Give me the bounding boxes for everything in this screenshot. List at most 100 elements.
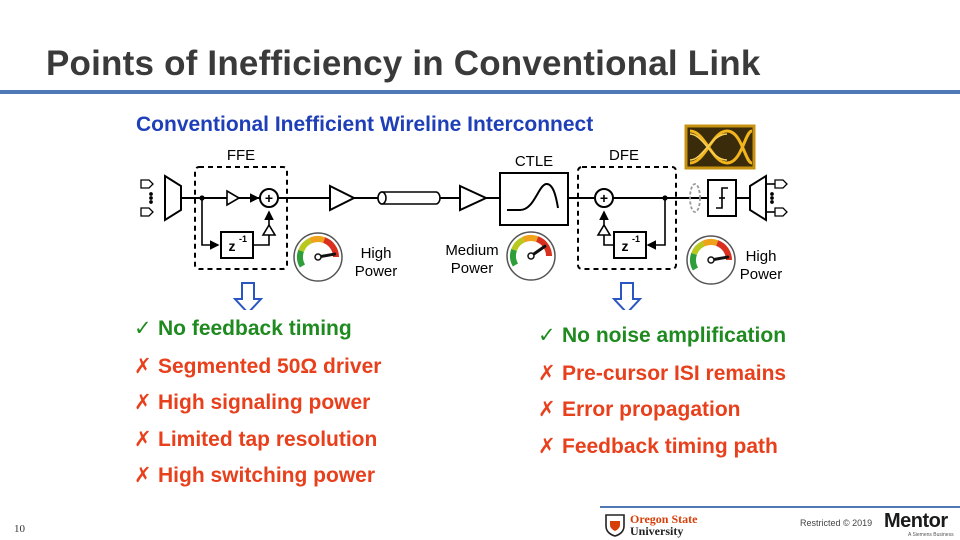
gauge-band	[715, 240, 732, 261]
ffe_notes-con-item: ✗High switching power	[134, 457, 381, 494]
slide-title: Points of Inefficiency in Conventional L…	[46, 44, 761, 83]
dfe-block: DFE + z -1	[577, 147, 677, 270]
gauge-band	[309, 236, 326, 244]
ffe_notes-con-item: ✗High signaling power	[134, 384, 381, 421]
ffe-summer	[259, 188, 279, 208]
gauge-band	[522, 235, 539, 243]
gauge-label-ctle-line1: Medium	[445, 242, 498, 259]
cross-icon: ✗	[538, 397, 556, 422]
gauge-band	[510, 248, 519, 267]
input-mux	[164, 174, 182, 222]
check-icon: ✓	[134, 317, 152, 340]
gauge-band	[322, 237, 339, 258]
ffe-dashed-box	[194, 166, 288, 270]
check-icon: ✓	[538, 324, 556, 347]
link-diagram: FFE + z -1 CTLE	[140, 124, 788, 310]
dfe_notes-con-item-text: Feedback timing path	[562, 434, 778, 458]
dfe-tap-weight	[596, 223, 612, 236]
power-gauge-ffe	[293, 232, 343, 282]
gauge-band	[690, 252, 699, 271]
dfe_notes-con-item: ✗Pre-cursor ISI remains	[538, 355, 786, 392]
ffe-down-arrow	[232, 282, 264, 310]
gauge-label-dfe-line1: High	[746, 248, 777, 265]
slicer	[707, 179, 737, 217]
osu-line1: Oregon State	[630, 512, 698, 526]
ffe-delay-block	[220, 231, 254, 259]
ffe-delay-label: z	[229, 238, 236, 254]
ctle-label: CTLE	[515, 153, 553, 170]
sampling-point-marker	[689, 183, 701, 213]
cross-icon: ✗	[134, 390, 152, 415]
ffe-label: FFE	[227, 147, 255, 164]
gauge-hub	[527, 252, 535, 260]
diagram-subtitle: Conventional Inefficient Wireline Interc…	[136, 113, 594, 136]
gauge-label-dfe-line2: Power	[740, 266, 783, 283]
ffe_notes-con-item-text: Limited tap resolution	[158, 427, 378, 451]
output-demux	[749, 174, 767, 222]
mentor-tagline: A Siemens Business	[908, 532, 954, 538]
dfe-delay-exp: -1	[632, 234, 640, 244]
cross-icon: ✗	[538, 433, 556, 458]
gauge-band	[691, 240, 705, 256]
footer-rule	[600, 506, 960, 508]
dfe_notes-con-item: ✗Feedback timing path	[538, 428, 786, 465]
dfe_notes-con-item: ✗Error propagation	[538, 391, 786, 428]
cross-icon: ✗	[134, 353, 152, 378]
cross-icon: ✗	[538, 360, 556, 385]
gauge-band	[511, 236, 525, 252]
gauge-label-ctle-line2: Power	[451, 260, 494, 277]
gauge-band	[298, 237, 312, 253]
dfe_notes-con-item-text: Pre-cursor ISI remains	[562, 361, 787, 385]
power-gauge-dfe	[686, 235, 736, 285]
cross-icon: ✗	[134, 426, 152, 451]
rx-buffer	[459, 184, 489, 212]
ffe-tap-buffer	[226, 189, 241, 207]
ffe-summer-sign: +	[265, 190, 273, 206]
gauge-label-ffe-line2: Power	[355, 263, 398, 280]
ffe_notes-con-item: ✗Limited tap resolution	[134, 421, 381, 458]
osu-wordmark: Oregon State University	[630, 513, 697, 537]
dfe-delay-label: z	[622, 238, 629, 254]
input-ports	[140, 179, 154, 217]
channel-cable	[377, 191, 441, 205]
dfe-summer	[594, 188, 614, 208]
dfe-summer-sign: +	[600, 190, 608, 206]
ffe_notes-con-item-text: High switching power	[158, 464, 376, 488]
cross-icon: ✗	[134, 463, 152, 488]
ffe-delay-exp: -1	[239, 234, 247, 244]
page-number: 10	[14, 523, 25, 535]
ffe-block: FFE + z -1	[194, 147, 288, 270]
dfe-dashed-box	[577, 166, 677, 270]
gauge-band	[702, 239, 719, 247]
gauge-label-ffe-line1: High	[361, 245, 392, 262]
gauge-hub	[314, 253, 322, 261]
tx-driver	[329, 184, 357, 212]
osu-line2: University	[630, 524, 684, 538]
output-ports	[766, 179, 788, 217]
dfe-label: DFE	[609, 147, 639, 164]
dfe_notes-pro-item: ✓ No noise amplification	[538, 318, 786, 355]
dfe-down-arrow	[611, 282, 643, 310]
gauge-band	[297, 249, 306, 268]
dfe_notes-con-item-text: Error propagation	[562, 398, 741, 422]
ffe_notes-con-item-text: Segmented 50Ω driver	[158, 354, 382, 378]
ffe_notes-pro-item-text: No feedback timing	[158, 317, 352, 340]
restricted-notice: Restricted © 2019	[800, 518, 873, 528]
ffe-tap-weight	[261, 223, 277, 236]
eye-diagram	[684, 124, 756, 170]
ffe_notes-pro-item: ✓ No feedback timing	[134, 311, 381, 348]
ctle-block: CTLE	[499, 153, 569, 226]
dfe-notes-list: ✓No noise amplification✗Pre-cursor ISI r…	[538, 318, 786, 464]
ffe-notes-list: ✓No feedback timing✗Segmented 50Ω driver…	[134, 311, 381, 494]
ffe_notes-con-item-text: High signaling power	[158, 391, 371, 415]
power-gauge-ctle	[506, 231, 556, 281]
dfe_notes-pro-item-text: No noise amplification	[562, 324, 787, 347]
ffe_notes-con-item: ✗Segmented 50Ω driver	[134, 348, 381, 385]
title-rule	[0, 90, 960, 94]
osu-logo	[605, 514, 625, 537]
ctle-response-curve	[507, 183, 559, 211]
dfe-delay-block	[613, 231, 647, 259]
gauge-hub	[707, 256, 715, 264]
mentor-logo: Mentor	[884, 510, 948, 532]
